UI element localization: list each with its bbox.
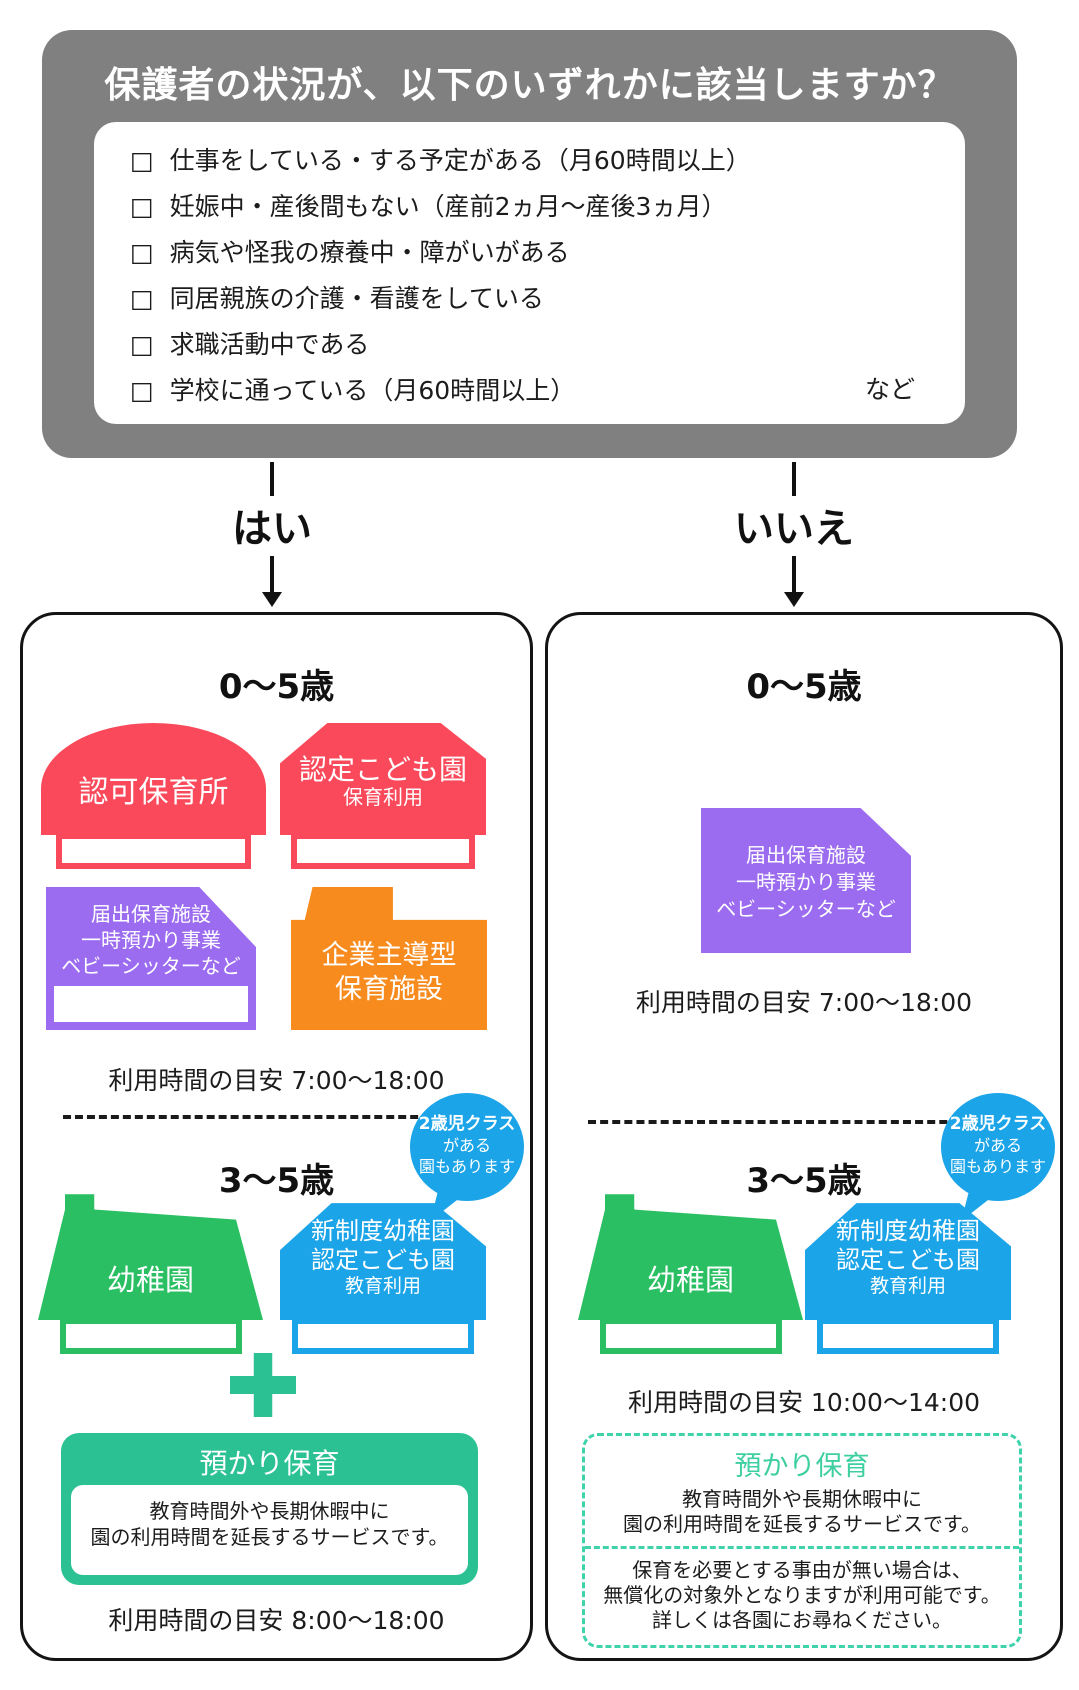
checklist-item: □ 仕事をしている・する予定がある（月60時間以上） [130,138,929,184]
facility-label: 企業主導型 保育施設 [321,940,457,1005]
facility-label: 幼稚園 [646,1263,734,1297]
arrow-down-icon [784,592,804,607]
question-box: 保護者の状況が、以下のいずれかに該当しますか？ □ 仕事をしている・する予定があ… [42,30,1017,458]
checklist-item: □ 求職活動中である [130,322,929,368]
checkbox-icon: □ [130,330,154,359]
facility-sublabel: 保育利用 [343,785,423,809]
two-year-class-bubble: 2歳児クラス がある 園もあります [410,1093,524,1221]
etc-label: など [864,375,915,404]
building-roof: 幼稚園 [578,1194,803,1320]
building-base [54,986,248,1022]
building-roof: 幼稚園 [38,1194,263,1320]
facility-sublabel: 教育利用 [344,1275,421,1297]
checklist-item-label: 求職活動中である [169,330,370,359]
plus-icon [230,1353,296,1417]
building-base [817,1318,999,1354]
facility-label: 幼稚園 [106,1263,194,1297]
checklist-item: □ 学校に通っている（月60時間以上） [130,368,929,414]
building-base [59,1318,242,1354]
azukari-description: 教育時間外や長期休暇中に 園の利用時間を延長するサービスです。 [623,1487,981,1536]
facility-todokede: 届出保育施設 一時預かり事業 ベビーシッターなど [46,887,256,1030]
hours-note-0-5: 利用時間の目安 7:00～18:00 [108,1066,445,1095]
question-title: 保護者の状況が、以下のいずれかに該当しますか？ [104,65,955,106]
facility-shinseido-yochien: 新制度幼稚園 認定こども園 教育利用 [280,1193,486,1354]
building-base [56,833,251,869]
building-roof: 認可保育所 [41,723,266,835]
facility-label: 認定こども園 [298,753,467,786]
checklist-item-label: 病気や怪我の療養中・障がいがある [169,238,570,267]
azukari-hoiku-dashed-box: 預かり保育 教育時間外や長期休暇中に 園の利用時間を延長するサービスです。 保育… [582,1433,1022,1648]
checklist-item: □ 同居親族の介護・看護をしている [130,276,929,322]
age-heading-3-5: 3～5歳 [746,1161,862,1201]
facility-label: 届出保育施設 一時預かり事業 ベビーシッターなど [61,902,241,978]
bubble-line: がある [442,1136,491,1155]
panel-no: 0～5歳 届出保育施設 一時預かり事業 ベビーシッターなど 利用時間の目安 7:… [545,612,1063,1661]
bubble-line: 園もあります [418,1157,515,1176]
age-heading-3-5: 3～5歳 [218,1161,335,1201]
azukari-hoiku-box: 預かり保育 教育時間外や長期休暇中に 園の利用時間を延長するサービスです。 [61,1433,478,1585]
checkbox-icon: □ [130,146,154,175]
azukari-description: 教育時間外や長期休暇中に 園の利用時間を延長するサービスです。 [71,1485,468,1575]
yes-arrow-line [270,462,274,496]
facility-todokede: 届出保育施設 一時預かり事業 ベビーシッターなど [701,808,911,953]
building-roof: 新制度幼稚園 認定こども園 教育利用 [280,1203,486,1320]
building-base [291,833,475,869]
branch-label-yes: はい [232,506,312,552]
building-roof: 新制度幼稚園 認定こども園 教育利用 [805,1203,1011,1320]
bubble-line: 2歳児クラス [418,1114,516,1134]
age-heading-0-5: 0～5歳 [746,667,862,707]
checkbox-icon: □ [130,376,154,405]
facility-yochien: 幼稚園 [38,1193,263,1354]
checklist-item: □ 病気や怪我の療養中・障がいがある [130,230,929,276]
age-heading-0-5: 0～5歳 [218,667,335,707]
facility-sublabel: 教育利用 [869,1275,946,1297]
azukari-title: 預かり保育 [734,1451,870,1482]
checklist-item-label: 同居親族の介護・看護をしている [169,284,544,313]
bubble-circle [410,1093,524,1201]
building-roof: 認定こども園 保育利用 [280,723,486,835]
building-base [292,1318,474,1354]
azukari-note: 保育を必要とする事由が無い場合は、 無償化の対象外となりますが利用可能です。 詳… [603,1558,1001,1632]
bubble-circle [941,1093,1055,1201]
checkbox-icon: □ [130,238,154,267]
checkbox-icon: □ [130,192,154,221]
dashed-divider [588,1120,1020,1124]
azukari-title: 預かり保育 [199,1447,340,1480]
dashed-divider [585,1546,1019,1549]
facility-label: 認可保育所 [78,775,229,810]
checklist-item: □ 妊娠中・産後間もない（産前2ヵ月～産後3ヵ月） [130,184,929,230]
hours-note-3-5: 利用時間の目安 8:00～18:00 [108,1606,445,1635]
panel-yes: 0～5歳 認可保育所 認定こども園 保育利用 届出保育施設 一時預かり事業 ベビ… [20,612,533,1661]
bubble-line: がある [973,1136,1022,1155]
building-base [599,1318,782,1354]
facility-kigyo-shudogata: 企業主導型 保育施設 [291,887,487,1030]
bubble-line: 2歳児クラス [949,1114,1047,1134]
yes-arrow-line [270,556,274,592]
facility-ninka-hoikusho: 認可保育所 [41,723,266,869]
bubble-line: 園もあります [949,1157,1046,1176]
checklist-item-label: 学校に通っている（月60時間以上） [169,376,576,405]
checklist-item-label: 仕事をしている・する予定がある（月60時間以上） [169,146,751,175]
no-arrow-line [792,556,796,592]
facility-yochien: 幼稚園 [578,1193,803,1354]
facility-nintei-kodomoen-hoiku: 認定こども園 保育利用 [280,723,486,869]
hours-note-3-5: 利用時間の目安 10:00～14:00 [627,1388,981,1417]
dashed-divider [63,1115,490,1119]
no-arrow-line [792,462,796,496]
question-checklist: □ 仕事をしている・する予定がある（月60時間以上） □ 妊娠中・産後間もない（… [94,122,965,424]
facility-shinseido-yochien: 新制度幼稚園 認定こども園 教育利用 [805,1193,1011,1354]
hours-note-0-5: 利用時間の目安 7:00～18:00 [635,988,973,1017]
facility-label: 新制度幼稚園 認定こども園 [836,1217,980,1274]
branch-label-no: いいえ [734,506,854,552]
arrow-down-icon [262,592,282,607]
checkbox-icon: □ [130,284,154,313]
facility-label: 新制度幼稚園 認定こども園 [311,1217,455,1274]
checklist-item-label: 妊娠中・産後間もない（産前2ヵ月～産後3ヵ月） [169,192,727,221]
two-year-class-bubble: 2歳児クラス がある 園もあります [941,1093,1055,1221]
bubble-text: 2歳児クラス がある 園もあります [941,1093,1055,1177]
bubble-text: 2歳児クラス がある 園もあります [410,1093,524,1177]
